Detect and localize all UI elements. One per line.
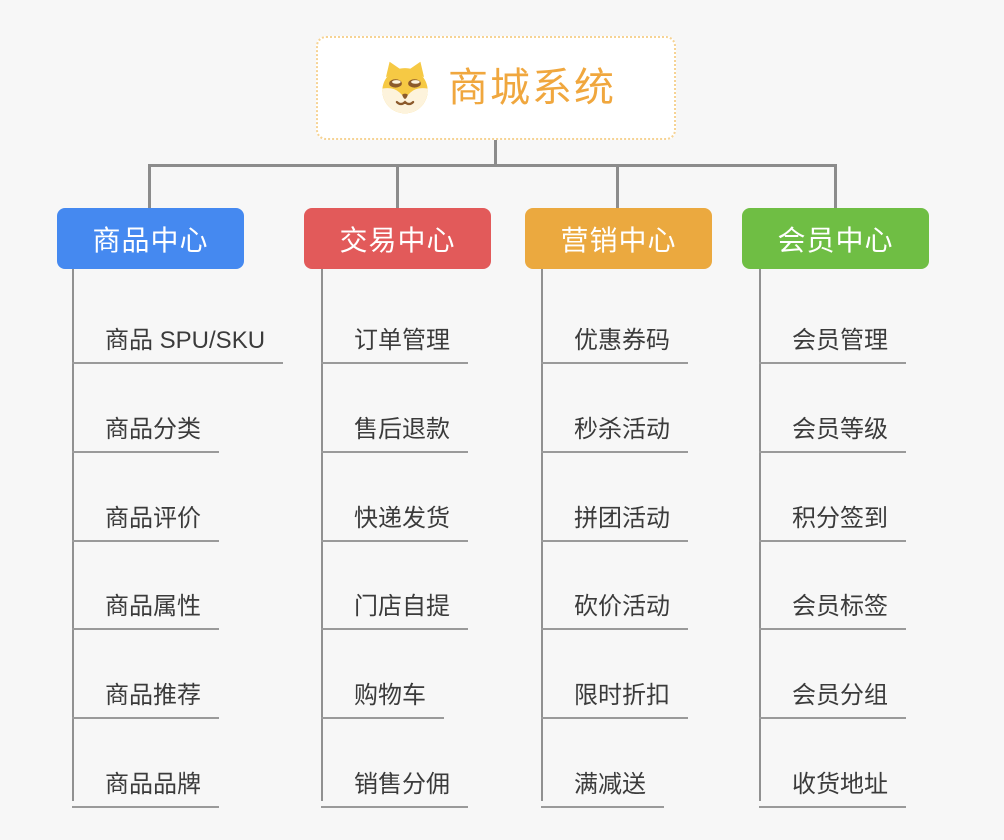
connector-line <box>148 164 151 209</box>
leaf-node[interactable]: 快递发货 <box>321 491 468 542</box>
branch-node-product-center[interactable]: 商品中心 <box>57 208 244 269</box>
branch-node-marketing-center[interactable]: 营销中心 <box>525 208 712 269</box>
leaf-node[interactable]: 会员等级 <box>759 402 906 453</box>
root-node[interactable]: 商城系统 <box>316 36 676 140</box>
leaf-node[interactable]: 会员分组 <box>759 668 906 719</box>
connector-line <box>616 164 619 209</box>
leaf-node[interactable]: 商品评价 <box>72 491 219 542</box>
connector-line <box>321 268 323 801</box>
branch-node-trade-center[interactable]: 交易中心 <box>304 208 491 269</box>
leaf-node[interactable]: 优惠券码 <box>541 313 688 364</box>
leaf-node[interactable]: 商品推荐 <box>72 668 219 719</box>
connector-line <box>541 268 543 801</box>
leaf-node[interactable]: 售后退款 <box>321 402 468 453</box>
leaf-node[interactable]: 收货地址 <box>759 757 906 808</box>
connector-line <box>396 164 399 209</box>
dog-face-icon <box>376 59 434 117</box>
leaf-node[interactable]: 订单管理 <box>321 313 468 364</box>
connector-line <box>148 164 837 167</box>
leaf-node[interactable]: 商品属性 <box>72 579 219 630</box>
leaf-node[interactable]: 限时折扣 <box>541 668 688 719</box>
leaf-node[interactable]: 砍价活动 <box>541 579 688 630</box>
leaf-node[interactable]: 拼团活动 <box>541 491 688 542</box>
leaf-node[interactable]: 秒杀活动 <box>541 402 688 453</box>
leaf-node[interactable]: 商品品牌 <box>72 757 219 808</box>
leaf-node[interactable]: 满减送 <box>541 757 664 808</box>
root-title: 商城系统 <box>448 66 616 110</box>
leaf-node[interactable]: 会员标签 <box>759 579 906 630</box>
leaf-node[interactable]: 门店自提 <box>321 579 468 630</box>
branch-node-member-center[interactable]: 会员中心 <box>742 208 929 269</box>
leaf-node[interactable]: 商品 SPU/SKU <box>72 313 284 364</box>
connector-line <box>494 140 497 166</box>
connector-line <box>834 164 837 209</box>
leaf-node[interactable]: 商品分类 <box>72 402 219 453</box>
connector-line <box>759 268 761 801</box>
leaf-node[interactable]: 会员管理 <box>759 313 906 364</box>
leaf-node[interactable]: 购物车 <box>321 668 444 719</box>
leaf-node[interactable]: 积分签到 <box>759 491 906 542</box>
leaf-node[interactable]: 销售分佣 <box>321 757 468 808</box>
connector-line <box>72 268 74 801</box>
